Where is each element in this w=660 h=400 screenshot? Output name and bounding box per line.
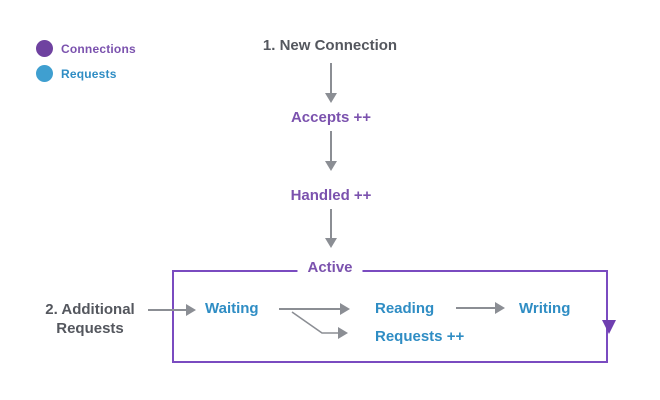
additional-requests-line2: Requests [56,320,124,337]
requests-dot-icon [36,65,53,82]
node-waiting: Waiting [205,300,259,317]
node-handled: Handled ++ [290,187,372,204]
arrow-newconnection-to-accepts [325,63,337,103]
connections-dot-icon [36,40,53,57]
arrow-additionalrequests-to-waiting [148,304,196,316]
legend-item-connections: Connections [36,40,136,57]
node-accepts: Accepts ++ [290,109,372,126]
legend-label-requests: Requests [61,66,117,81]
arrow-waiting-to-reading [279,303,350,315]
node-requests-counter: Requests ++ [375,328,465,345]
node-writing: Writing [519,300,571,317]
arrow-handled-to-active [325,209,337,248]
additional-requests-line1: 2. Additional [45,301,135,318]
node-reading: Reading [375,300,435,317]
active-state-box [172,270,608,363]
legend-item-requests: Requests [36,65,136,82]
arrow-accepts-to-handled [325,131,337,171]
node-new-connection: 1. New Connection [262,37,398,54]
arrow-waiting-to-requests [291,311,348,339]
node-active: Active [297,259,363,276]
legend-label-connections: Connections [61,41,136,56]
legend: Connections Requests [36,40,136,82]
arrow-reading-to-writing [456,302,505,314]
active-box-loop-arrowhead [602,320,616,334]
node-additional-requests: 2. Additional Requests [20,300,160,338]
